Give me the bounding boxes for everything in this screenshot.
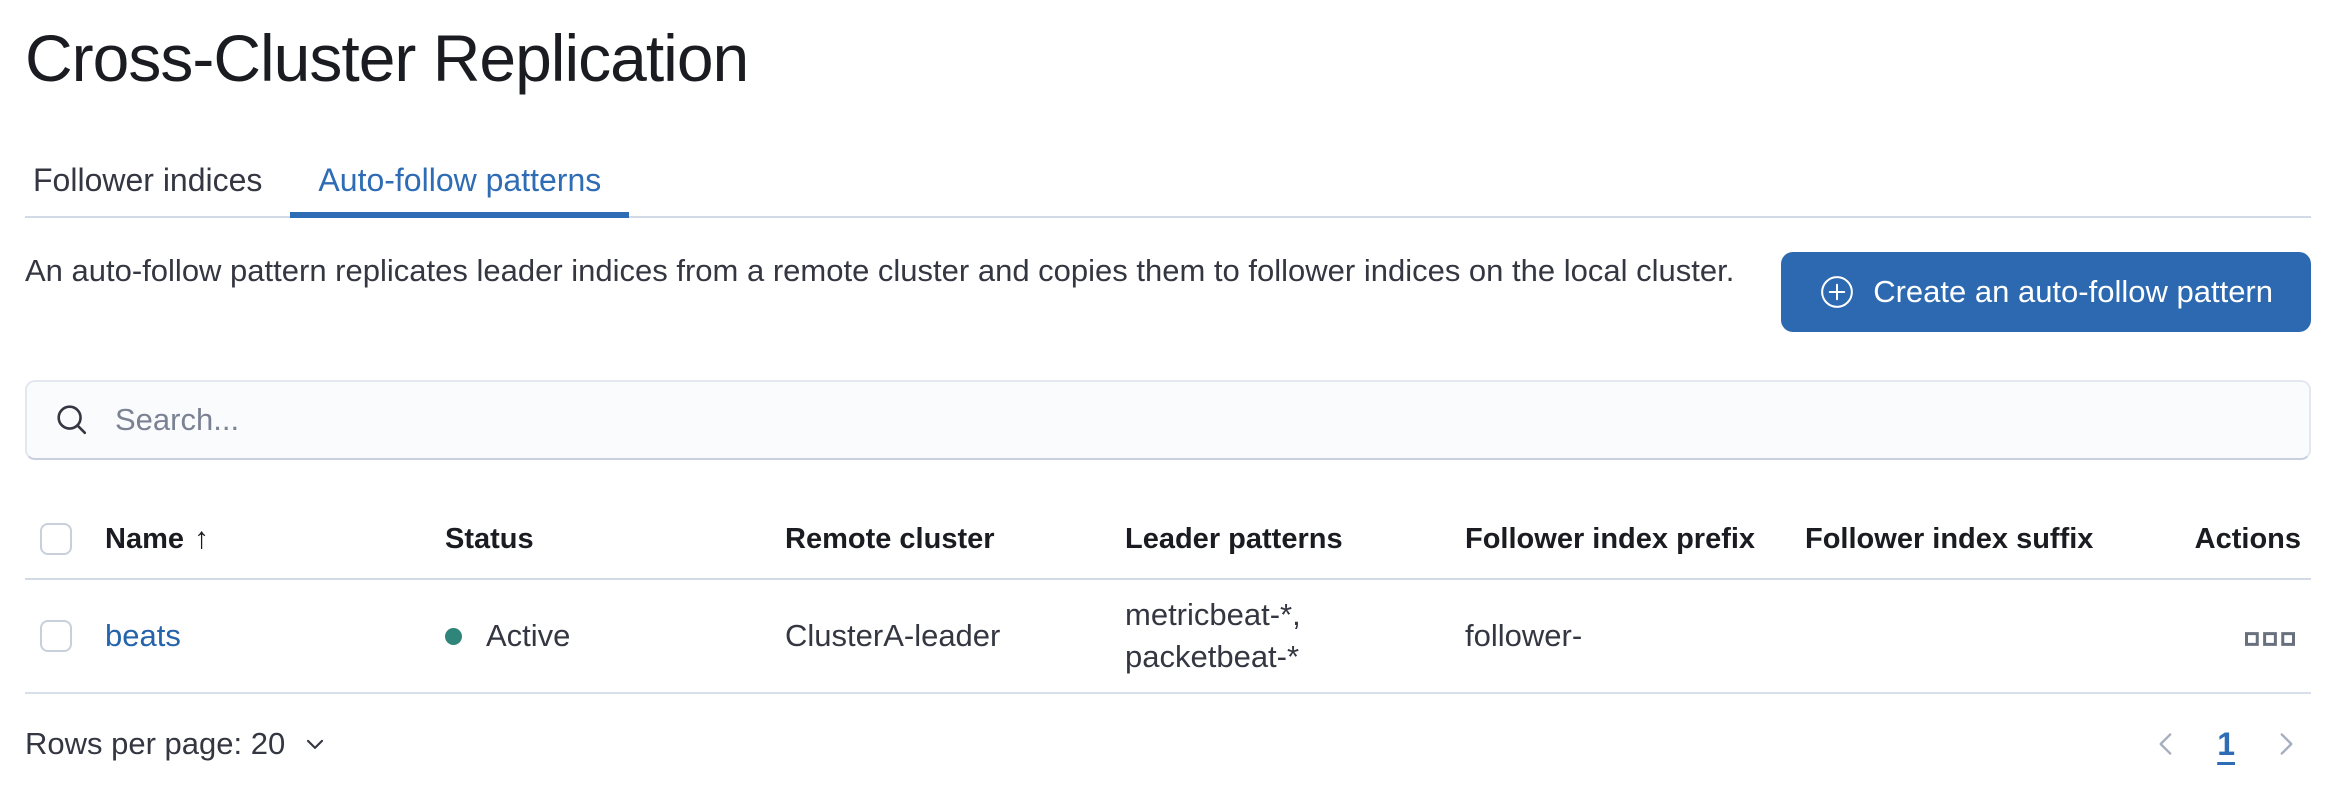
page-number-1[interactable]: 1 (2217, 725, 2235, 762)
status-cell: Active (445, 618, 785, 654)
column-header-name[interactable]: Name↑ (105, 522, 209, 555)
pattern-name-link[interactable]: beats (105, 618, 181, 653)
table-header-row: Name↑ Status Remote cluster Leader patte… (25, 500, 2311, 580)
select-all-checkbox-cell (25, 523, 105, 555)
status-label: Active (486, 618, 571, 653)
tab-auto-follow-patterns[interactable]: Auto-follow patterns (290, 144, 630, 218)
leader-patterns-cell: metricbeat-*, packetbeat-* (1125, 580, 1465, 692)
cross-cluster-replication-page: Cross-Cluster Replication Follower indic… (0, 12, 2336, 812)
section-description: An auto-follow pattern replicates leader… (25, 253, 1735, 288)
create-auto-follow-pattern-button[interactable]: Create an auto-follow pattern (1781, 252, 2311, 332)
previous-page-button[interactable] (2149, 727, 2183, 761)
search-bar (25, 380, 2311, 460)
search-input[interactable] (115, 402, 2283, 438)
search-icon (53, 401, 91, 439)
row-checkbox-cell (25, 620, 105, 652)
sort-ascending-icon: ↑ (194, 522, 209, 555)
remote-cluster-cell: ClusterA-leader (785, 618, 1001, 653)
column-header-status: Status (445, 522, 534, 555)
section-header: An auto-follow pattern replicates leader… (25, 248, 2311, 332)
auto-follow-patterns-table: Name↑ Status Remote cluster Leader patte… (25, 500, 2311, 694)
column-header-remote-cluster: Remote cluster (785, 522, 995, 555)
table-footer: Rows per page: 20 1 (25, 694, 2311, 794)
tab-bar: Follower indices Auto-follow patterns (25, 144, 2311, 218)
name-cell: beats (105, 618, 445, 654)
tab-follower-indices[interactable]: Follower indices (25, 144, 290, 216)
plus-in-circle-icon (1819, 274, 1855, 310)
page-title: Cross-Cluster Replication (25, 21, 749, 95)
boxes-horizontal-icon (2245, 632, 2295, 646)
leader-pattern-line: metricbeat-*, (1125, 597, 1301, 632)
select-all-checkbox[interactable] (40, 523, 72, 555)
create-button-label: Create an auto-follow pattern (1873, 274, 2273, 309)
status-active-dot-icon (445, 627, 462, 645)
chevron-left-icon (2149, 727, 2183, 761)
column-header-follower-index-prefix: Follower index prefix (1465, 522, 1756, 555)
leader-pattern-line: packetbeat-* (1125, 639, 1300, 674)
pagination: 1 (2149, 726, 2311, 763)
column-header-follower-index-suffix: Follower index suffix (1805, 522, 2094, 555)
column-header-leader-patterns: Leader patterns (1125, 522, 1343, 555)
follower-index-prefix-cell: follower- (1465, 618, 1583, 653)
next-page-button[interactable] (2269, 727, 2303, 761)
chevron-right-icon (2269, 727, 2303, 761)
column-header-actions: Actions (2194, 522, 2301, 555)
row-actions-button[interactable] (2239, 626, 2301, 652)
actions-cell (2145, 618, 2311, 654)
row-checkbox[interactable] (40, 620, 72, 652)
chevron-down-icon (301, 730, 329, 758)
table-row: beats Active ClusterA-leader metricbeat-… (25, 580, 2311, 694)
rows-per-page-label: Rows per page: 20 (25, 726, 286, 761)
rows-per-page-button[interactable]: Rows per page: 20 (25, 726, 329, 762)
